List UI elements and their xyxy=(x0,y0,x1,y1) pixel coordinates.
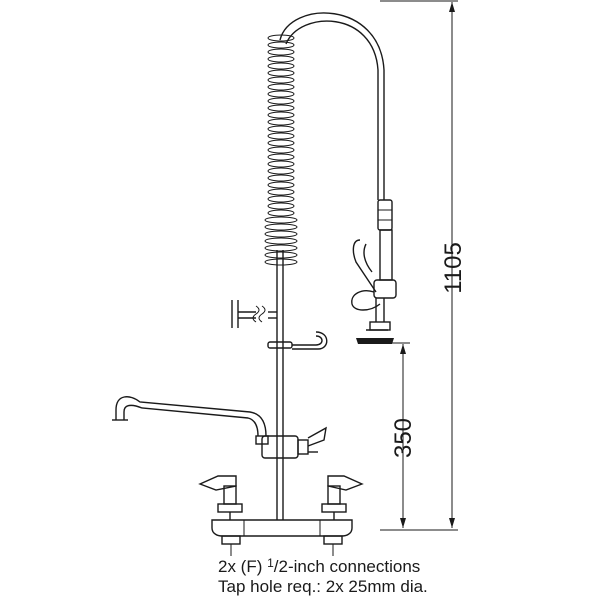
connections-prefix: 2x (F) xyxy=(218,557,268,576)
inlet-connections xyxy=(221,535,343,556)
wall-bracket xyxy=(231,300,277,328)
spring-coil xyxy=(267,160,295,168)
spring-coil xyxy=(267,153,295,161)
spray-hook-clip xyxy=(267,331,328,350)
swing-spout xyxy=(112,396,267,437)
dimension-total-height: 1105 xyxy=(380,0,467,531)
spring-coil xyxy=(267,132,295,140)
spring-coil xyxy=(267,209,295,217)
spring-coil xyxy=(267,104,295,112)
riser-pipe xyxy=(276,250,284,520)
dimension-spray-height: 350 xyxy=(360,342,417,528)
spring-coil xyxy=(264,251,298,259)
spring-coil xyxy=(267,111,295,119)
dimension-total-height-label: 1105 xyxy=(440,242,467,294)
spring-coil xyxy=(267,118,295,126)
spring-coil xyxy=(267,83,295,91)
dimension-spray-height-label: 350 xyxy=(390,418,417,458)
base-manifold xyxy=(211,519,353,537)
spring-coil xyxy=(267,167,295,175)
connections-note: 2x (F) 1/2-inch connections xyxy=(218,556,420,577)
spring-coil xyxy=(267,62,295,70)
spray-valve xyxy=(351,199,397,344)
spout-mixer-body xyxy=(255,426,327,459)
spring-coil xyxy=(264,237,298,245)
spring-coil xyxy=(267,195,295,203)
coil-spring xyxy=(264,34,298,266)
spring-coil xyxy=(267,188,295,196)
connections-suffix: /2-inch connections xyxy=(273,557,421,576)
spring-coil xyxy=(264,216,298,224)
left-valve xyxy=(198,475,243,520)
spring-coil xyxy=(267,139,295,147)
spring-coil xyxy=(267,76,295,84)
spring-coil xyxy=(267,97,295,105)
right-valve xyxy=(321,475,364,520)
spring-coil xyxy=(267,181,295,189)
spring-coil xyxy=(267,202,295,210)
tap-hole-note: Tap hole req.: 2x 25mm dia. xyxy=(218,577,428,596)
spring-coil xyxy=(267,55,295,63)
spring-coil xyxy=(267,146,295,154)
spring-coil xyxy=(267,125,295,133)
spring-coil xyxy=(267,48,295,56)
spring-coil xyxy=(267,174,295,182)
spring-coil xyxy=(267,41,295,49)
spring-coil xyxy=(267,69,295,77)
spring-coil xyxy=(264,244,298,252)
spring-coil xyxy=(264,230,298,238)
spring-coil xyxy=(264,223,298,231)
spring-coil xyxy=(267,90,295,98)
flexible-hose xyxy=(279,12,385,200)
connections-fraction-numerator: 1 xyxy=(267,556,274,570)
spring-coil xyxy=(264,258,298,266)
